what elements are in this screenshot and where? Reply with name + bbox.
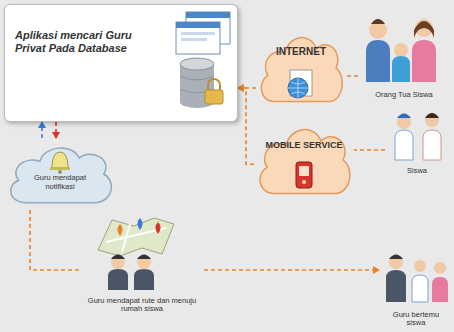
teacher-figures-part	[134, 269, 154, 290]
cloud-label: Guru mendapat notifikasi	[20, 174, 100, 191]
student-figures-part	[395, 130, 413, 160]
parent-figures-part	[369, 21, 387, 39]
teacher-meets-student-figure: Guru bertemu siswa	[379, 248, 453, 330]
meeting-figures-part	[389, 255, 403, 269]
teacher-figures-part	[108, 269, 128, 290]
map-icon-part	[118, 224, 123, 236]
dashed-connector	[238, 87, 256, 89]
application-box: Aplikasi mencari Guru Privat Pada Databa…	[4, 4, 238, 122]
parent-figures-part	[392, 56, 410, 82]
parent-figures-part	[415, 19, 433, 37]
lock-icon-part	[208, 79, 220, 90]
cloud-shape	[254, 118, 354, 202]
figure-caption: Siswa	[407, 167, 427, 176]
dashed-connector	[238, 88, 254, 164]
parent-figures-part	[412, 40, 436, 82]
student-figure: Siswa	[385, 104, 449, 178]
database-icon-part	[180, 58, 214, 70]
bell-icon-part	[52, 152, 68, 168]
database-icon-part	[180, 96, 214, 108]
parent-figures-part	[366, 40, 390, 82]
parent-figures	[366, 19, 436, 82]
dashed-connector	[204, 269, 379, 271]
application-title: Aplikasi mencari Guru Privat Pada Databa…	[15, 29, 155, 54]
map-icon-part	[106, 224, 166, 252]
window-icon-part	[181, 32, 215, 35]
lock-icon-part	[205, 90, 223, 104]
window-icon	[176, 12, 230, 54]
bell-icon-part	[50, 167, 70, 170]
window-icon-part	[176, 22, 220, 28]
cloud-outline	[261, 38, 342, 102]
dashed-connector	[354, 149, 385, 151]
globe-icon-part	[288, 78, 308, 98]
cloud-outline	[260, 130, 350, 194]
student-figures-part	[425, 113, 439, 118]
map-icon-part	[138, 218, 143, 230]
window-icon-part	[176, 22, 220, 54]
teacher-figures	[108, 255, 154, 291]
globe-icon-part	[288, 78, 308, 98]
student-figures-part	[425, 113, 439, 127]
teacher-figures-part	[137, 255, 151, 260]
database-icon-part	[180, 76, 214, 93]
phone-icon-part	[299, 166, 309, 176]
lock-icon	[205, 79, 223, 104]
parent-figure: Orang Tua Siswa	[358, 8, 450, 102]
teacher-figures-part	[137, 255, 151, 269]
globe-icon-part	[290, 70, 312, 96]
database-icon	[180, 58, 214, 108]
map-icon	[98, 218, 174, 256]
parent-figures-part	[371, 19, 385, 24]
student-figures	[395, 113, 441, 160]
meeting-figures-part	[434, 262, 446, 274]
phone-icon-part	[296, 162, 312, 188]
mobile-service-cloud: MOBILE SERVICE	[254, 118, 354, 202]
cloud-label: INTERNET	[276, 46, 326, 58]
figure-caption: Guru mendapat rute dan menuju rumah sisw…	[83, 297, 201, 314]
phone-icon-part	[302, 180, 306, 184]
meeting-figures	[386, 255, 448, 303]
parent-figures-part	[394, 43, 408, 57]
student-figures-part	[397, 115, 411, 129]
cloud-label: MOBILE SERVICE	[266, 140, 343, 150]
window-icon-part	[186, 12, 230, 44]
teacher-figures-part	[111, 255, 125, 260]
cloud-shape	[256, 26, 346, 110]
parent-figures-part	[414, 21, 434, 38]
teacher-figures-part	[111, 255, 125, 269]
student-figures-part	[397, 114, 411, 119]
map-icon-part	[156, 222, 161, 234]
globe-icon	[288, 70, 312, 98]
dashed-connector	[346, 75, 358, 77]
dashed-connector	[55, 122, 57, 138]
meeting-figures-part	[414, 260, 426, 272]
meeting-figures-part	[432, 277, 448, 302]
window-icon-part	[181, 38, 207, 41]
dashed-connector	[30, 210, 80, 270]
bell-icon	[50, 152, 70, 174]
map-icon-part	[98, 218, 174, 256]
cloud-outline	[11, 148, 112, 203]
dashed-connector	[41, 122, 43, 138]
teacher-route-figure: Guru mendapat rute dan menuju rumah sisw…	[80, 212, 204, 316]
phone-icon	[296, 162, 312, 188]
notification-cloud: Guru mendapat notifikasi	[4, 138, 116, 210]
figure-caption: Guru bertemu siswa	[383, 311, 449, 328]
internet-cloud: INTERNET	[256, 26, 346, 110]
database-icon-part	[180, 64, 214, 102]
bell-icon-part	[58, 170, 62, 174]
figure-caption: Orang Tua Siswa	[375, 91, 433, 100]
meeting-figures-part	[389, 255, 403, 260]
window-icon-part	[186, 12, 230, 18]
meeting-figures-part	[412, 275, 428, 302]
student-figures-part	[423, 130, 441, 160]
meeting-figures-part	[386, 270, 406, 302]
